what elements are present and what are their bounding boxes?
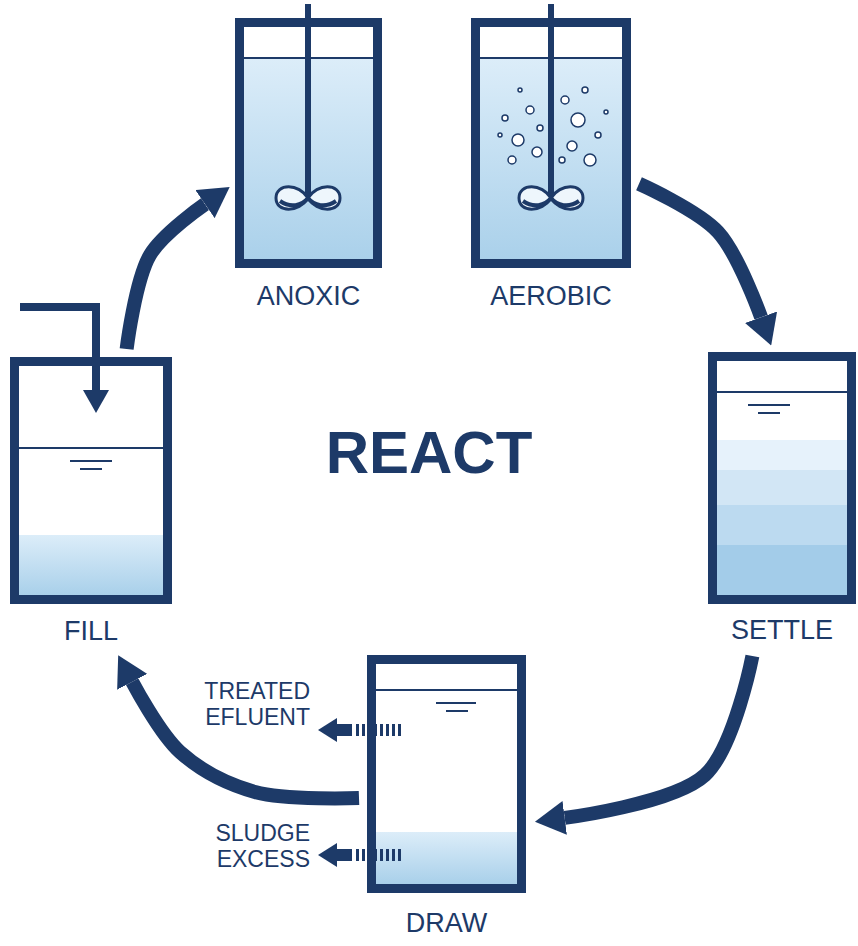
outlet-label: TREATED EFLUENT [185, 678, 310, 731]
aerobic-tank: AEROBIC [471, 18, 631, 314]
fill-tank [15, 307, 168, 600]
outlet-label: SLUDGE EXCESS [185, 820, 310, 873]
cycle-arrow [565, 656, 753, 818]
aerobic-tank [475, 4, 627, 264]
sludge-outlet-arrow [318, 843, 401, 867]
stage-label: SETTLE [728, 615, 836, 646]
fill-tank: FILL [10, 357, 172, 649]
stage-heading: REACT [279, 418, 579, 487]
cycle-arrow [127, 204, 205, 349]
draw-tank: DRAW [367, 655, 526, 941]
stage-label: AEROBIC [487, 281, 615, 312]
anoxic-tank [239, 4, 378, 264]
settle-tank [713, 357, 852, 601]
settle-tank: SETTLE [708, 352, 856, 648]
draw-tank [372, 660, 522, 889]
stage-label: FILL [61, 616, 121, 647]
air-bubbles [498, 87, 608, 166]
anoxic-tank: ANOXIC [235, 18, 382, 314]
effluent-outlet-arrow [318, 718, 401, 742]
cycle-arrow [639, 184, 761, 317]
stage-label: ANOXIC [254, 281, 364, 312]
stage-label: DRAW [403, 908, 491, 939]
inlet-pipe [20, 307, 96, 392]
